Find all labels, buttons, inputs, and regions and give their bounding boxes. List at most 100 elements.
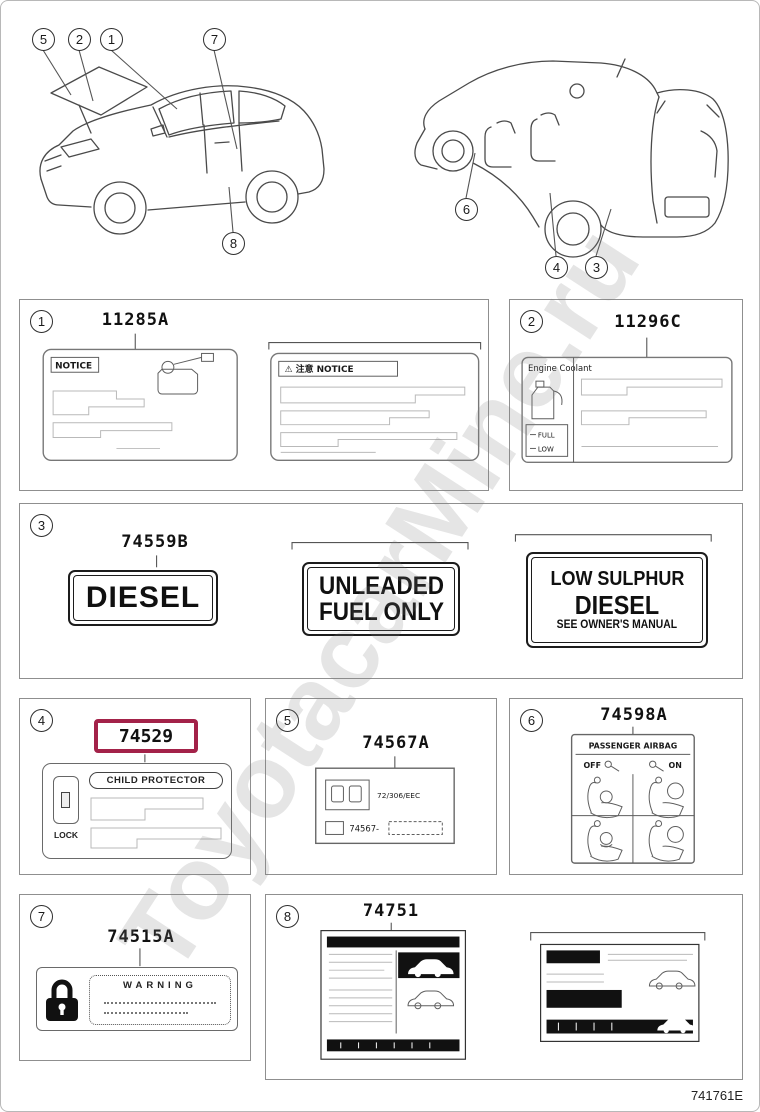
part-number-74598A[interactable]: 74598A xyxy=(600,705,668,725)
callout-4-label: 4 xyxy=(552,260,561,275)
on-text: ON xyxy=(669,761,682,770)
panel-8: 8 74751 xyxy=(265,894,743,1080)
part-number-74567A[interactable]: 74567A xyxy=(362,733,430,753)
redacted-text-lines xyxy=(52,390,173,449)
warning-label: WARNING xyxy=(36,967,238,1031)
panel-1-num: 1 xyxy=(37,314,46,329)
diesel-text: DIESEL xyxy=(85,581,201,614)
panel-7: 7 74515A WARNING xyxy=(19,894,251,1061)
panel-1-callout: 1 xyxy=(30,310,53,333)
certification-label xyxy=(315,767,455,845)
low-sulphur-diesel-label: LOW SULPHUR DIESEL SEE OWNER'S MANUAL xyxy=(526,552,708,648)
panel-2-callout: 2 xyxy=(520,310,543,333)
coolant-label-title: Engine Coolant xyxy=(528,363,592,373)
airbag-pictograms xyxy=(587,776,685,862)
part-number-74559B[interactable]: 74559B xyxy=(121,532,189,552)
panel-8-callout: 8 xyxy=(276,905,299,928)
unleaded-line2: FUEL ONLY xyxy=(318,598,444,626)
callout-leader-lines xyxy=(42,49,612,257)
panel-5: 72/306/EEC 74567- 5 74567A xyxy=(265,698,497,875)
panel-7-num: 7 xyxy=(37,909,46,924)
low-mark: LOW xyxy=(538,445,554,453)
off-text: OFF xyxy=(583,761,600,770)
notice-label-right xyxy=(270,352,480,462)
notice-left-title: NOTICE xyxy=(55,361,92,371)
coolant-reservoir-art xyxy=(157,352,214,395)
lock-lever xyxy=(61,792,70,808)
panel-5-callout: 5 xyxy=(276,709,299,732)
callout-2-label: 2 xyxy=(75,32,84,47)
panel-2: Engine Coolant FULL LOW 2 11296C xyxy=(509,299,743,491)
callout-1-label: 1 xyxy=(107,32,116,47)
callout-3: 3 xyxy=(585,256,608,279)
panel-4-num: 4 xyxy=(37,713,46,728)
callout-4: 4 xyxy=(545,256,568,279)
diesel-label: DIESEL xyxy=(68,570,218,626)
tire-plate-right xyxy=(540,943,700,1043)
car-right-art xyxy=(414,58,729,258)
dotted-line xyxy=(104,1012,188,1014)
dotted-line xyxy=(104,1002,216,1004)
warning-text: WARNING xyxy=(123,980,197,991)
key-on-icon xyxy=(649,760,664,772)
padlock-icon xyxy=(46,979,78,1021)
car-diagrams xyxy=(39,49,729,258)
full-mark: FULL xyxy=(538,432,555,440)
key-off-icon xyxy=(604,760,620,772)
panel-3-art xyxy=(156,534,712,568)
panel-3: 3 74559B DIESEL UNLEADED FUEL ONLY LOW S… xyxy=(19,503,743,679)
car-outline-icon xyxy=(648,970,696,990)
warning-text-box: WARNING xyxy=(89,975,231,1025)
coolant-jug-art xyxy=(531,380,563,420)
child-protector-label: LOCK CHILD PROTECTOR xyxy=(42,763,232,859)
panel-4: 4 74529 LOCK CHILD PROTECTOR xyxy=(19,698,251,875)
low-sulphur-line2: DIESEL xyxy=(574,589,660,620)
panel-5-num: 5 xyxy=(283,713,292,728)
panel-6-art: PASSENGER AIRBAG OFF ON xyxy=(570,726,695,864)
low-sulphur-line3: SEE OWNER'S MANUAL xyxy=(556,618,678,631)
redacted-text-lines xyxy=(580,378,723,447)
panel-7-art xyxy=(139,948,141,967)
callout-8: 8 xyxy=(222,232,245,255)
low-sulphur-line1: LOW SULPHUR xyxy=(549,567,684,590)
part-number-11285A[interactable]: 11285A xyxy=(101,310,170,330)
panel-7-callout: 7 xyxy=(30,905,53,928)
part-number-74515A[interactable]: 74515A xyxy=(107,927,175,947)
notice-right-title: ⚠ 注意 NOTICE xyxy=(285,363,354,375)
coolant-label xyxy=(521,356,733,463)
callout-3-label: 3 xyxy=(592,260,601,275)
panel-6-callout: 6 xyxy=(520,709,543,732)
callout-5: 5 xyxy=(32,28,55,51)
lock-slider-well xyxy=(53,776,79,824)
tire-plate-left xyxy=(320,930,467,1060)
notice-label-left xyxy=(42,348,238,462)
document-code: 741761E xyxy=(690,1088,743,1103)
panel-8-art xyxy=(320,922,706,1060)
car-left-art xyxy=(39,66,325,235)
panel-4-callout: 4 xyxy=(30,709,53,732)
passenger-airbag-title: PASSENGER AIRBAG xyxy=(589,741,678,750)
panel-2-art: Engine Coolant FULL LOW xyxy=(521,337,733,463)
callout-6: 6 xyxy=(455,198,478,221)
panel-5-art: 72/306/EEC 74567- xyxy=(315,756,455,845)
callout-6-label: 6 xyxy=(462,202,471,217)
part-number-74529: 74529 xyxy=(118,725,174,747)
part-number-11296C[interactable]: 11296C xyxy=(614,312,682,332)
panel-1: NOTICE ⚠ 注意 NOTICE xyxy=(19,299,489,491)
ec-code-text: 72/306/EEC xyxy=(377,791,420,800)
part-number-74529-highlighted[interactable]: 74529 xyxy=(94,719,198,753)
panel-4-art xyxy=(144,754,146,763)
callout-7: 7 xyxy=(203,28,226,51)
child-protector-text: CHILD PROTECTOR xyxy=(89,772,223,789)
panel-6-num: 6 xyxy=(527,713,536,728)
callout-1: 1 xyxy=(100,28,123,51)
panel-3-callout: 3 xyxy=(30,514,53,537)
panel-2-num: 2 xyxy=(527,314,536,329)
car-silhouette-white xyxy=(408,959,454,978)
redacted-text-lines xyxy=(280,386,466,453)
part-number-74751[interactable]: 74751 xyxy=(362,901,420,921)
callout-8-label: 8 xyxy=(229,236,238,251)
panel-3-num: 3 xyxy=(37,518,46,533)
part-prefix-text: 74567- xyxy=(349,823,379,833)
